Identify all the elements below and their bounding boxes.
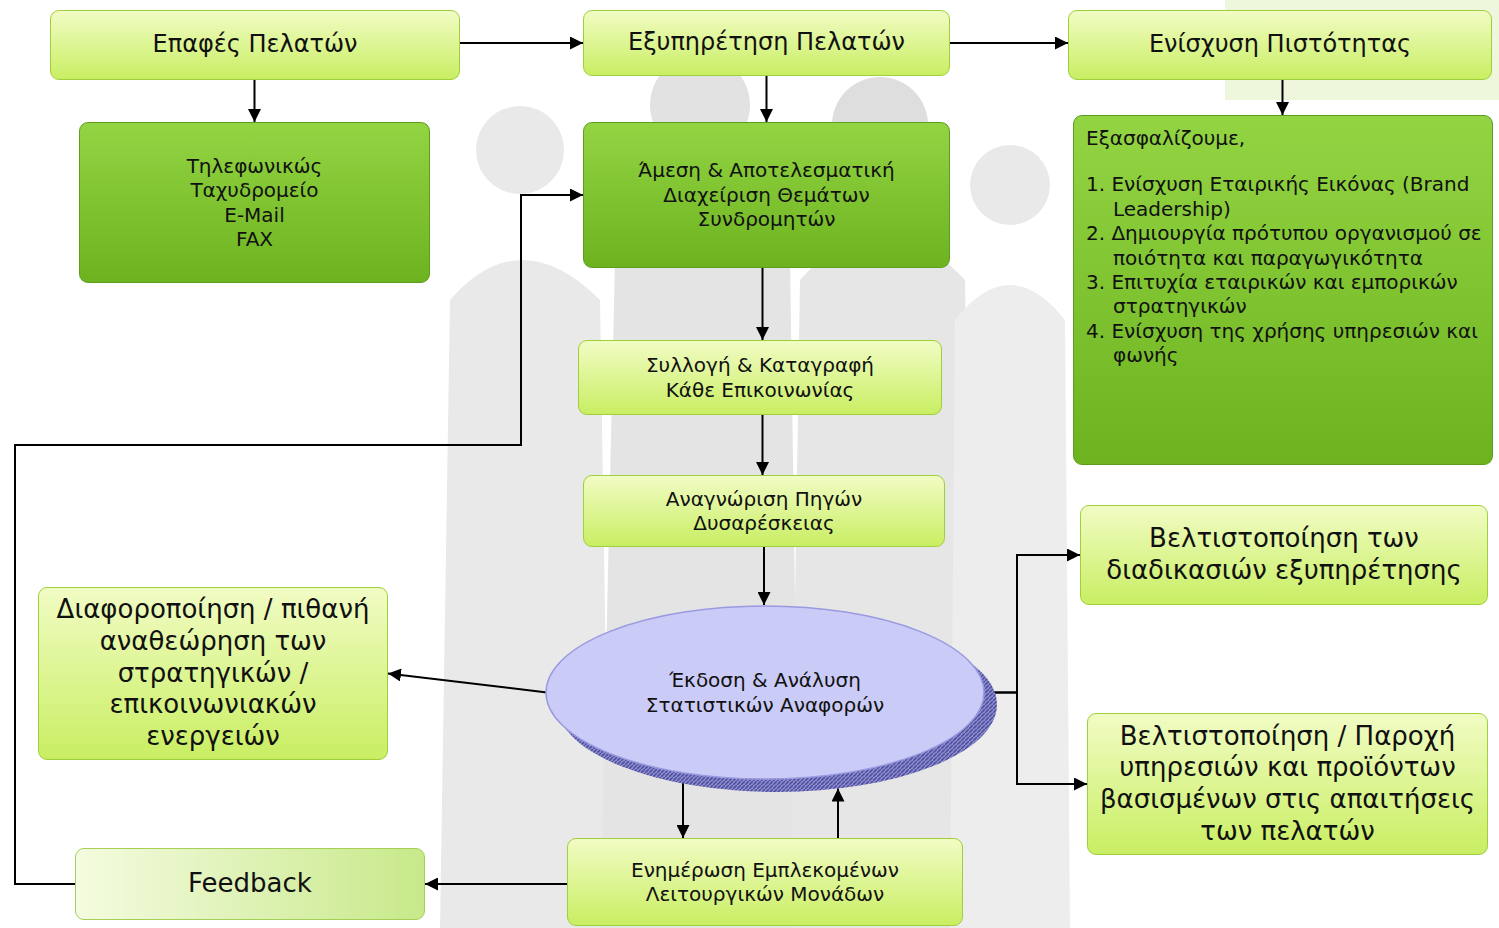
process-box: Ενημέρωση Εμπλεκομένων Λειτουργικών Μονά… [567, 838, 963, 926]
list-item: 1. Ενίσχυση Εταιρικής Εικόνας (Brand Lea… [1086, 172, 1482, 221]
process-box: Εξυπηρέτηση Πελατών [583, 10, 950, 76]
process-box: Συλλογή & Καταγραφή Κάθε Επικοινωνίας [578, 340, 942, 415]
node-label: Βελτιστοποίηση των διαδικασιών εξυπηρέτη… [1091, 523, 1477, 586]
list-item: 2. Δημιουργία πρότυπου οργανισμού σε ποι… [1086, 221, 1482, 270]
process-box: Αναγνώριση Πηγών Δυσαρέσκειας [583, 475, 945, 547]
flow-connector [763, 547, 765, 605]
list-box: Εξασφαλίζουμε, 1. Ενίσχυση Εταιρικής Εικό… [1073, 115, 1493, 465]
flow-connector [993, 555, 1080, 693]
flow-connector [766, 76, 768, 122]
flow-connector [762, 268, 764, 340]
flow-connector [425, 883, 567, 885]
node-label: E-Mail [224, 203, 284, 227]
node-label: Διαφοροποίηση / πιθανή αναθεώρηση των στ… [49, 594, 377, 753]
process-ellipse: Έκδοση & Ανάλυση Στατιστικών Αναφορών [545, 605, 985, 780]
person-body [600, 215, 800, 928]
node-label: Επαφές Πελατών [153, 30, 358, 59]
list-item: 3. Επιτυχία εταιρικών και εμπορικών στρα… [1086, 270, 1482, 319]
flow-connector [837, 789, 839, 838]
flow-connector [15, 195, 583, 884]
node-label: Feedback [188, 868, 312, 900]
node-label: Άμεση & Αποτελεσματική Διαχείριση Θεμάτω… [594, 158, 939, 231]
person-body [950, 285, 1070, 928]
flow-connector [682, 782, 684, 838]
process-box: Βελτιστοποίηση / Παροχή υπηρεσιών και πρ… [1087, 713, 1488, 855]
process-box: Βελτιστοποίηση των διαδικασιών εξυπηρέτη… [1080, 505, 1488, 605]
node-label: Εξυπηρέτηση Πελατών [628, 28, 905, 57]
flow-connector [1282, 80, 1284, 115]
node-label: Αναγνώριση Πηγών Δυσαρέσκειας [594, 487, 934, 536]
node-label: Ενίσχυση Πιστότητας [1149, 30, 1411, 59]
node-label: Ενημέρωση Εμπλεκομένων Λειτουργικών Μονά… [578, 858, 952, 907]
process-box: ΤηλεφωνικώςΤαχυδρομείοE-MailFAX [79, 122, 430, 283]
ellipse-fill [546, 606, 984, 779]
process-box: Feedback [75, 848, 425, 920]
flow-connector [388, 674, 547, 693]
flow-connector [950, 42, 1068, 44]
node-label: Έκδοση & Ανάλυση Στατιστικών Αναφορών [615, 668, 915, 717]
process-box: Άμεση & Αποτελεσματική Διαχείριση Θεμάτω… [583, 122, 950, 268]
person-head [970, 145, 1050, 225]
flow-connector [460, 42, 583, 44]
flow-connector [254, 80, 256, 122]
people-silhouettes [440, 55, 1070, 928]
process-box: Επαφές Πελατών [50, 10, 460, 80]
person-head [476, 106, 564, 194]
node-label: Βελτιστοποίηση / Παροχή υπηρεσιών και πρ… [1098, 721, 1477, 848]
node-label: Ταχυδρομείο [190, 178, 318, 202]
person-body [790, 235, 975, 928]
process-box: Ενίσχυση Πιστότητας [1068, 10, 1492, 80]
node-label: Τηλεφωνικώς [187, 154, 323, 178]
node-label: FAX [236, 227, 273, 251]
node-label: Συλλογή & Καταγραφή Κάθε Επικοινωνίας [625, 353, 895, 402]
process-box: Διαφοροποίηση / πιθανή αναθεώρηση των στ… [38, 587, 388, 760]
flow-connector [993, 693, 1087, 785]
flow-connector [762, 415, 764, 475]
list-heading: Εξασφαλίζουμε, [1086, 126, 1482, 150]
list-item: 4. Ενίσχυση της χρήσης υπηρεσιών και φων… [1086, 319, 1482, 368]
